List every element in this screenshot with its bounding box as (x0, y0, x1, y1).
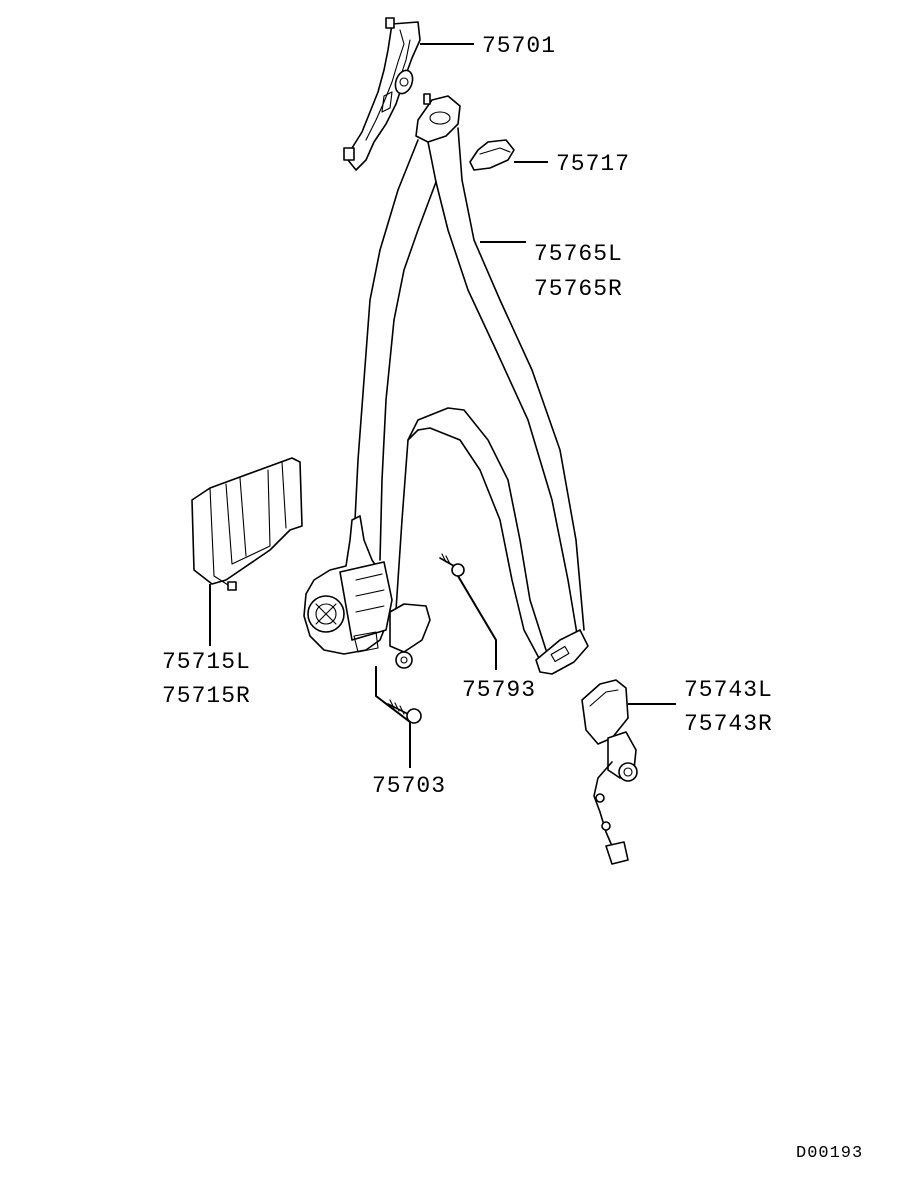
upper-guide (415, 93, 461, 143)
label-75743L: 75743L (684, 677, 773, 703)
label-75765R: 75765R (534, 276, 623, 302)
belt-webbing (351, 127, 589, 675)
label-75715L: 75715L (162, 649, 251, 675)
label-75743R: 75743R (684, 711, 773, 737)
label-75717: 75717 (556, 151, 630, 177)
leader-lines (209, 43, 676, 768)
retractor-cover (191, 457, 303, 591)
bolt-75793 (439, 553, 465, 577)
anchor-adjuster (343, 17, 421, 171)
label-75765L: 75765L (534, 241, 623, 267)
label-75701: 75701 (482, 33, 556, 59)
label-75793: 75793 (462, 677, 536, 703)
bolt-75703 (387, 699, 422, 724)
buckle-assembly (581, 679, 638, 865)
label-75715R: 75715R (162, 683, 251, 709)
label-75703: 75703 (372, 773, 446, 799)
diagram-code: D00193 (796, 1144, 863, 1163)
cover-part (469, 139, 515, 171)
retractor (303, 515, 413, 669)
